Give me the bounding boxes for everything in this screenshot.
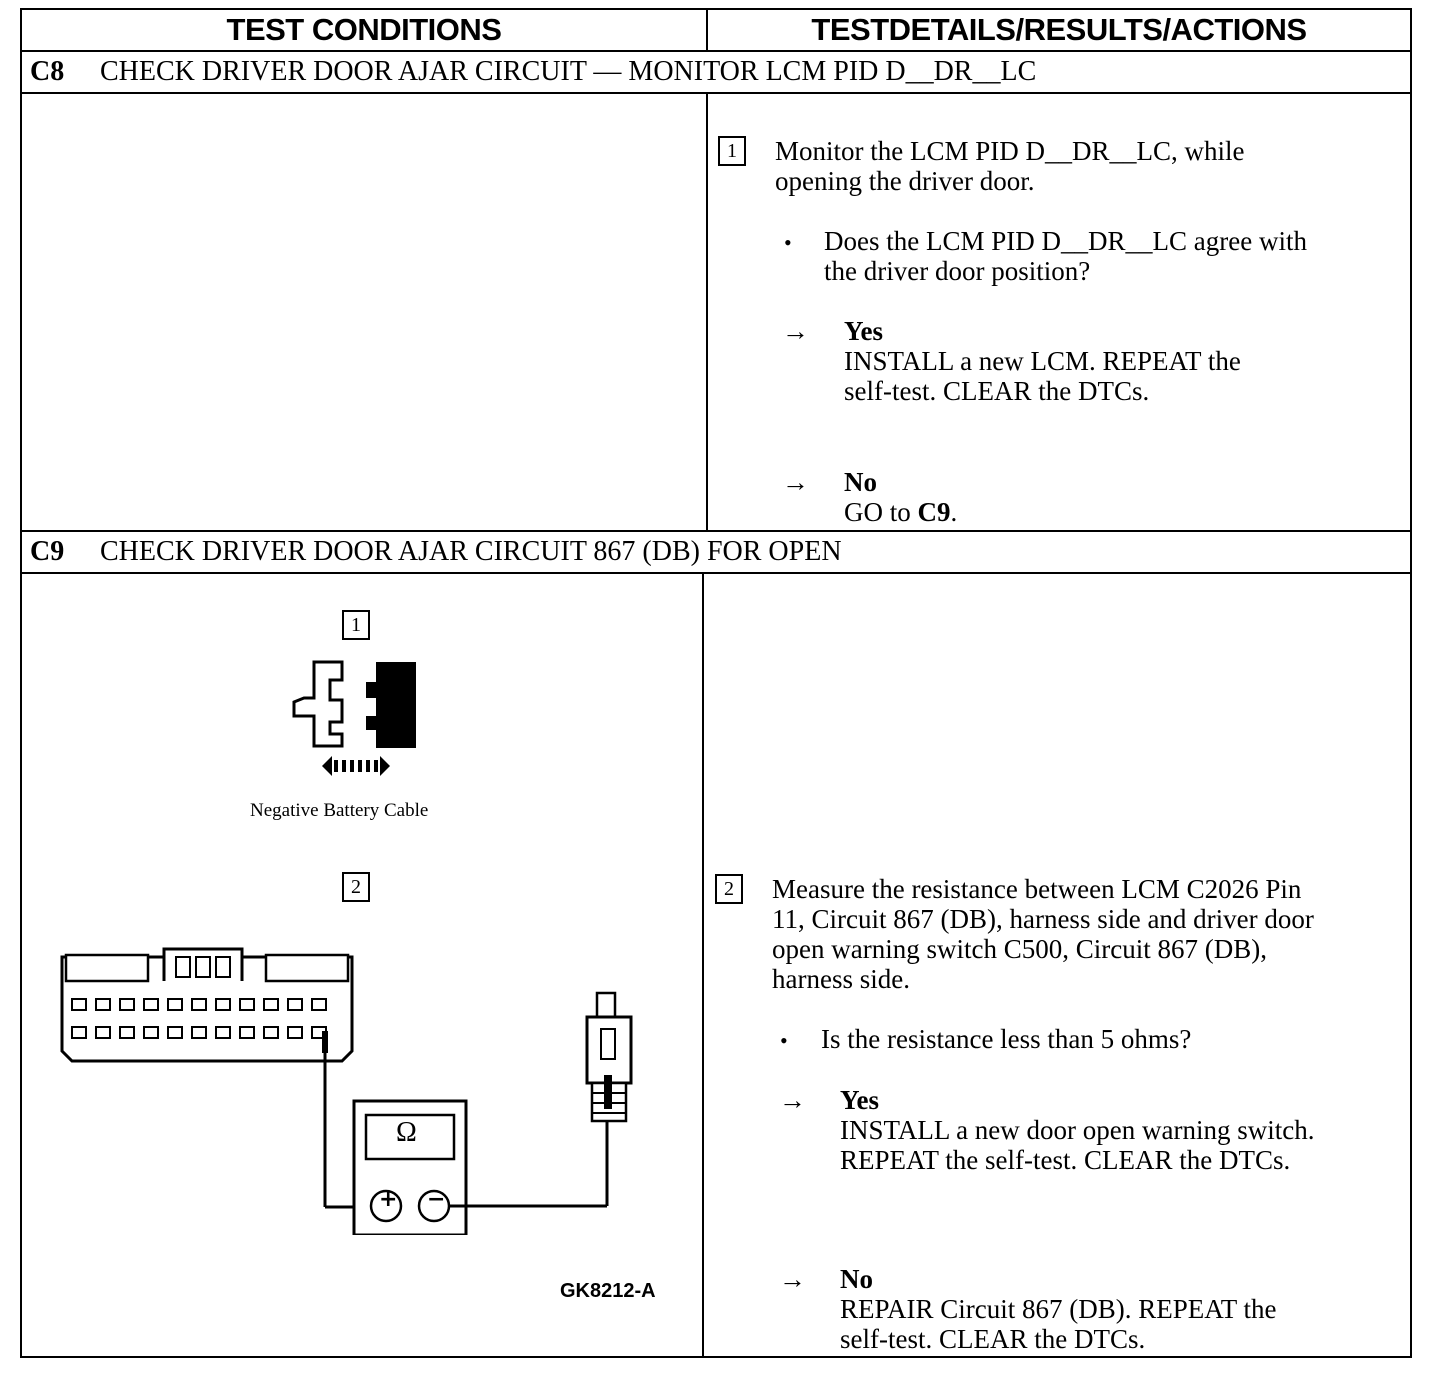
c8-no-label: No: [844, 467, 877, 497]
c8-question: Does the LCM PID D__DR__LC agree with th…: [824, 226, 1307, 286]
c9-step-number-box: 2: [715, 874, 743, 904]
header-test-details: TESTDETAILS/RESULTS/ACTIONS: [811, 12, 1307, 47]
c8-no-reference: C9: [917, 497, 951, 527]
c8-title: CHECK DRIVER DOOR AJAR CIRCUIT — MONITOR…: [100, 56, 1037, 87]
c9-title-row: C9 CHECK DRIVER DOOR AJAR CIRCUIT 867 (DB…: [30, 533, 842, 571]
c8-no-result: No GO to C9.: [844, 467, 958, 527]
c8-bullet: •: [784, 230, 792, 255]
header-test-conditions: TEST CONDITIONS: [226, 12, 502, 47]
row-divider-header: [22, 50, 1410, 52]
c9-question: Is the resistance less than 5 ohms?: [821, 1024, 1192, 1054]
c9-instruction: Measure the resistance between LCM C2026…: [772, 874, 1314, 994]
ohmmeter-test-diagram: [60, 947, 633, 1235]
c8-step-number-box: 1: [718, 136, 746, 166]
c9-figure-caption: Negative Battery Cable: [250, 800, 429, 821]
column-divider-c8: [706, 92, 708, 532]
diagnostic-table: TEST CONDITIONS TESTDETAILS/RESULTS/ACTI…: [20, 8, 1412, 1358]
meter-plus-terminal: +: [379, 1187, 398, 1212]
c8-yes-result: Yes INSTALL a new LCM. REPEAT the self-t…: [844, 316, 1241, 406]
c9-yes-arrow-icon: →: [779, 1085, 806, 1115]
c9-figure-step-1-box: 1: [342, 610, 370, 640]
c9-no-label: No: [840, 1264, 873, 1294]
column-divider-c9: [702, 572, 704, 1358]
battery-connector-disconnect-icon: [292, 660, 416, 776]
c9-no-arrow-icon: →: [779, 1264, 806, 1294]
figure-id: GK8212-A: [560, 1280, 656, 1302]
column-divider-top: [706, 10, 708, 50]
meter-minus-terminal: −: [427, 1187, 446, 1212]
c8-yes-arrow-icon: →: [782, 316, 809, 346]
c9-figure-step-2-box: 2: [342, 872, 370, 902]
ohm-symbol: Ω: [396, 1117, 417, 1148]
c9-yes-label: Yes: [840, 1085, 879, 1115]
c9-title: CHECK DRIVER DOOR AJAR CIRCUIT 867 (DB) …: [100, 536, 842, 567]
c8-no-arrow-icon: →: [782, 467, 809, 497]
row-divider-c9-top: [22, 530, 1410, 532]
c8-yes-label: Yes: [844, 316, 883, 346]
c9-no-result: No REPAIR Circuit 867 (DB). REPEAT the s…: [840, 1264, 1277, 1354]
c9-step-id: C9: [30, 536, 65, 567]
row-divider-c9-title: [22, 572, 1410, 574]
c9-bullet: •: [780, 1028, 788, 1053]
c8-instruction: Monitor the LCM PID D__DR__LC, while ope…: [775, 136, 1245, 196]
c8-title-row: C8 CHECK DRIVER DOOR AJAR CIRCUIT — MONIT…: [30, 53, 1036, 91]
c8-step-id: C8: [30, 56, 65, 87]
row-divider-c8-title: [22, 92, 1410, 94]
c9-yes-result: Yes INSTALL a new door open warning swit…: [840, 1085, 1315, 1175]
